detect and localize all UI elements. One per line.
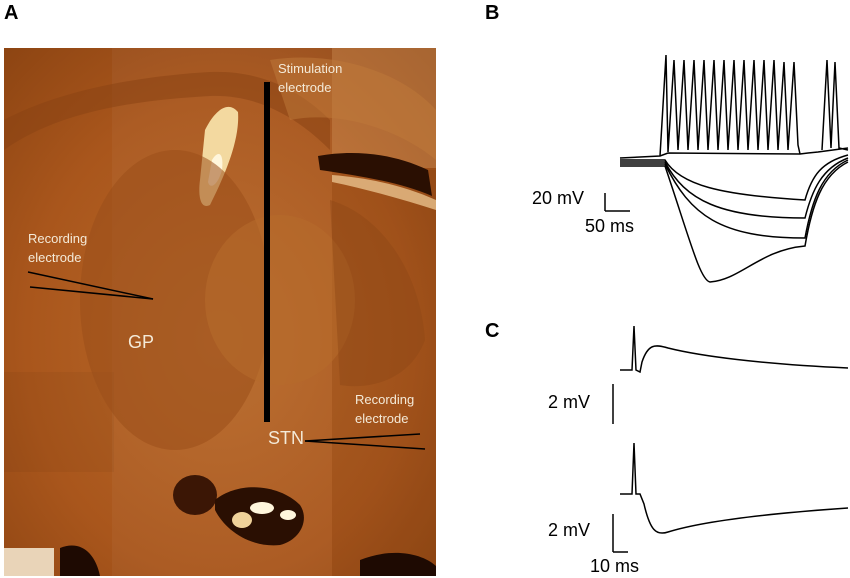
panel-b-traces (619, 54, 849, 283)
left-recording-label-line2: electrode (28, 250, 81, 265)
stn-label: STN (268, 428, 304, 448)
right-recording-label-line1: Recording (355, 392, 414, 407)
left-recording-label-line1: Recording (28, 231, 87, 246)
panel-c-bottom-voltage-scale-label: 2 mV (548, 520, 591, 540)
stimulation-electrode-label-line1: Stimulation (278, 61, 342, 76)
panel-b-voltage-scale-label: 20 mV (532, 188, 585, 208)
left-recording-electrode (27, 271, 154, 300)
stimulation-electrode-label-line2: electrode (278, 80, 331, 95)
panel-b-letter: B (485, 2, 500, 24)
panel-b-scale-bar (604, 193, 630, 212)
right-recording-electrode (304, 433, 426, 450)
brain-slice-micrograph (4, 48, 436, 576)
panel-c-top-voltage-scale-label: 2 mV (548, 392, 591, 412)
gp-label: GP (128, 332, 154, 352)
action-potentials (659, 54, 849, 157)
panel-a-letter: A (4, 2, 19, 24)
panel-b-time-scale-label: 50 ms (585, 216, 635, 236)
panel-c-bottom-trace (620, 442, 849, 534)
right-recording-label-line2: electrode (355, 411, 408, 426)
panel-c-time-scale-label: 10 ms (590, 556, 640, 576)
panel-c-scale-bars (612, 384, 628, 553)
panel-c-top-trace (620, 325, 849, 374)
panel-c-letter: C (485, 320, 500, 342)
